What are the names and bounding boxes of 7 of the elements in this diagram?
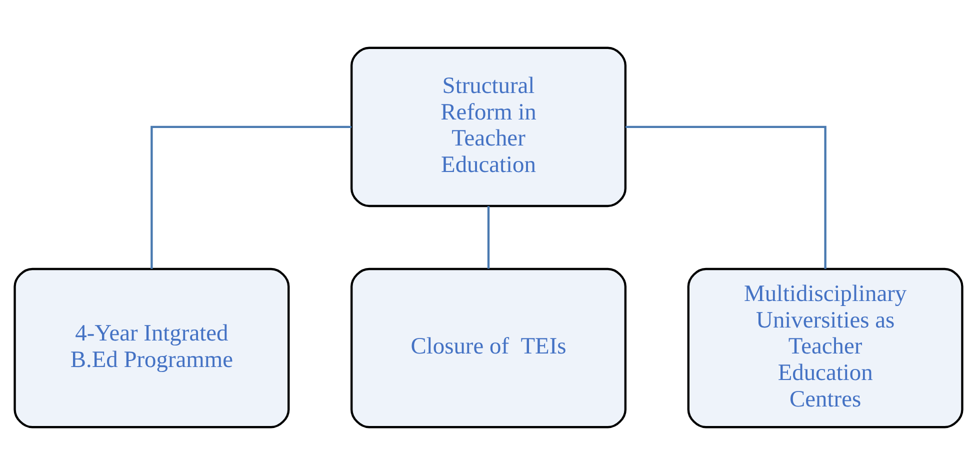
connector (487, 206, 490, 269)
node-box: Closure of TEIs (350, 268, 627, 428)
node-box: Multidisciplinary Universities as Teacher Education Centres (687, 268, 964, 428)
connector (150, 126, 352, 269)
connector (626, 126, 826, 269)
node-box: 4-Year Intgrated B.Ed Programme (14, 268, 290, 428)
node-box: Structural Reform in Teacher Education (350, 46, 627, 208)
